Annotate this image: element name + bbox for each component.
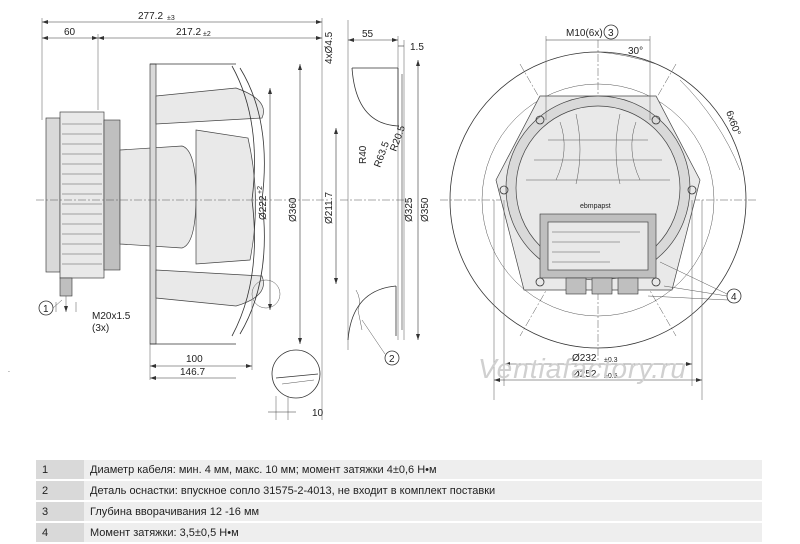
- callout-2: 2: [389, 354, 395, 365]
- note-row: 3 Глубина вворачивания 12 -16 мм: [36, 501, 762, 523]
- dim-1-5: 1.5: [410, 42, 424, 53]
- dim-wheel-length-tol: ±2: [203, 31, 211, 38]
- detail-circle-small: [251, 279, 281, 309]
- svg-text:.: .: [8, 367, 10, 374]
- dim-146: 146.7: [180, 367, 205, 378]
- note-number: 2: [36, 480, 84, 502]
- note-row: 2 Деталь оснастки: впускное сопло 31575-…: [36, 480, 762, 502]
- side-view: 277.2 ±3 60 217.2 ±2: [36, 11, 330, 420]
- angle-6x60: 6x60°: [723, 109, 742, 137]
- callout-2-circle: [384, 350, 400, 366]
- front-view: ebmpapst M10(6x) 3 30° 6x60°: [440, 24, 756, 400]
- callout-3-circle: [603, 24, 619, 40]
- detail-circle: [271, 349, 321, 399]
- radius-r20: R20.5: [388, 124, 408, 153]
- technical-drawing: 277.2 ±3 60 217.2 ±2: [8, 11, 756, 420]
- angle-30: 30°: [628, 46, 643, 57]
- dim-overall-length: 277.2: [138, 11, 163, 22]
- brand-label: ebmpapst: [580, 203, 611, 210]
- note-number: 3: [36, 501, 84, 523]
- gland-thread: M20x1.5: [92, 311, 131, 322]
- dim-outer-diameter: Ø360: [288, 197, 299, 222]
- dim-inner-diameter: Ø222: [258, 195, 269, 220]
- note-text: Момент затяжки: 3,5±0,5 Н•м: [84, 522, 762, 544]
- dim-10: 10: [312, 408, 324, 419]
- dim-d325: Ø325: [404, 197, 415, 222]
- dim-inner-diameter-tol: +2: [257, 186, 264, 194]
- gland-count: (3x): [92, 323, 109, 334]
- motor-end-cap: [45, 117, 61, 273]
- callout-4: 4: [731, 292, 737, 303]
- note-row: 4 Момент затяжки: 3,5±0,5 Н•м: [36, 522, 762, 544]
- dim-motor-offset: 60: [64, 27, 76, 38]
- dim-d232: Ø232: [572, 353, 597, 364]
- dim-d211: Ø211.7: [324, 192, 335, 224]
- motor-housing: [59, 111, 105, 279]
- note-number: 4: [36, 522, 84, 544]
- note-text: Диаметр кабеля: мин. 4 мм, макс. 10 мм; …: [84, 460, 762, 481]
- dim-d350: Ø350: [420, 197, 431, 222]
- nozzle-view: 55 1.5 4xØ4.5 R40 R63.5 R20.5 Ø211.7 Ø32…: [324, 20, 431, 366]
- note-text: Деталь оснастки: впускное сопло 31575-2-…: [84, 480, 762, 502]
- callout-3: 3: [608, 28, 614, 39]
- dim-wheel-length: 217.2: [176, 27, 201, 38]
- holes-spec: 4xØ4.5: [324, 31, 335, 64]
- callout-1: 1: [43, 304, 49, 315]
- radius-r40: R40: [358, 145, 369, 164]
- note-row: 1 Диаметр кабеля: мин. 4 мм, макс. 10 мм…: [36, 460, 762, 481]
- dim-55: 55: [362, 29, 374, 40]
- watermark: Ventiafactory.ru: [478, 353, 687, 384]
- note-number: 1: [36, 460, 84, 481]
- dim-100: 100: [186, 354, 203, 365]
- dim-d232-tol: ±0.3: [604, 357, 618, 364]
- radius-r63: R63.5: [372, 140, 392, 169]
- notes-table: 1 Диаметр кабеля: мин. 4 мм, макс. 10 мм…: [36, 460, 762, 544]
- dim-d252: Ø252: [572, 369, 597, 380]
- thread-spec: M10(6x): [566, 28, 603, 39]
- note-text: Глубина вворачивания 12 -16 мм: [84, 501, 762, 523]
- dim-d252-tol: ±0.5: [604, 373, 618, 380]
- dim-overall-length-tol: ±3: [167, 15, 175, 22]
